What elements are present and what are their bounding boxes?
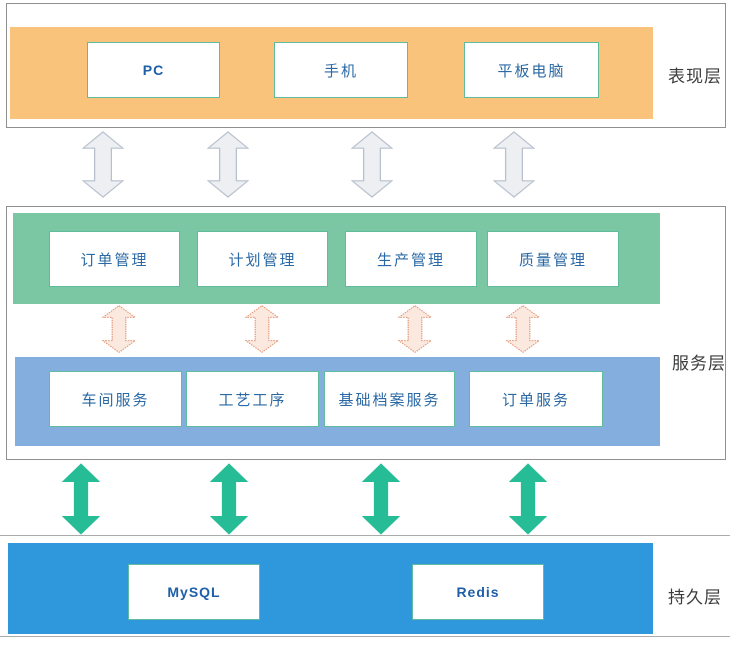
node-order-management: 订单管理 (49, 231, 180, 287)
node-workshop-service: 车间服务 (49, 371, 182, 427)
node-process-service: 工艺工序 (186, 371, 319, 427)
gray-double-arrow-icon (350, 131, 394, 198)
pink-double-arrow-icon (397, 304, 433, 354)
node-production-management: 生产管理 (345, 231, 477, 287)
node-redis: Redis (412, 564, 544, 620)
teal-double-arrow-icon (61, 463, 101, 535)
persistence-layer-container (0, 535, 730, 637)
gray-double-arrow-icon (206, 131, 250, 198)
pink-double-arrow-icon (101, 304, 137, 354)
pink-double-arrow-icon (244, 304, 280, 354)
pink-double-arrow-icon (505, 304, 541, 354)
teal-double-arrow-icon (209, 463, 249, 535)
teal-double-arrow-icon (508, 463, 548, 535)
node-mysql: MySQL (128, 564, 260, 620)
node-order-service: 订单服务 (469, 371, 603, 427)
node-pc: PC (87, 42, 220, 98)
node-tablet: 平板电脑 (464, 42, 599, 98)
persistence-band (8, 543, 653, 634)
node-basic-archive-service: 基础档案服务 (324, 371, 455, 427)
persistence-layer-label: 持久层 (668, 588, 722, 607)
node-quality-management: 质量管理 (487, 231, 619, 287)
service-layer-label: 服务层 (672, 354, 726, 373)
node-plan-management: 计划管理 (197, 231, 328, 287)
gray-double-arrow-icon (81, 131, 125, 198)
presentation-layer-label: 表现层 (668, 67, 722, 86)
node-mobile: 手机 (274, 42, 408, 98)
teal-double-arrow-icon (361, 463, 401, 535)
gray-double-arrow-icon (492, 131, 536, 198)
